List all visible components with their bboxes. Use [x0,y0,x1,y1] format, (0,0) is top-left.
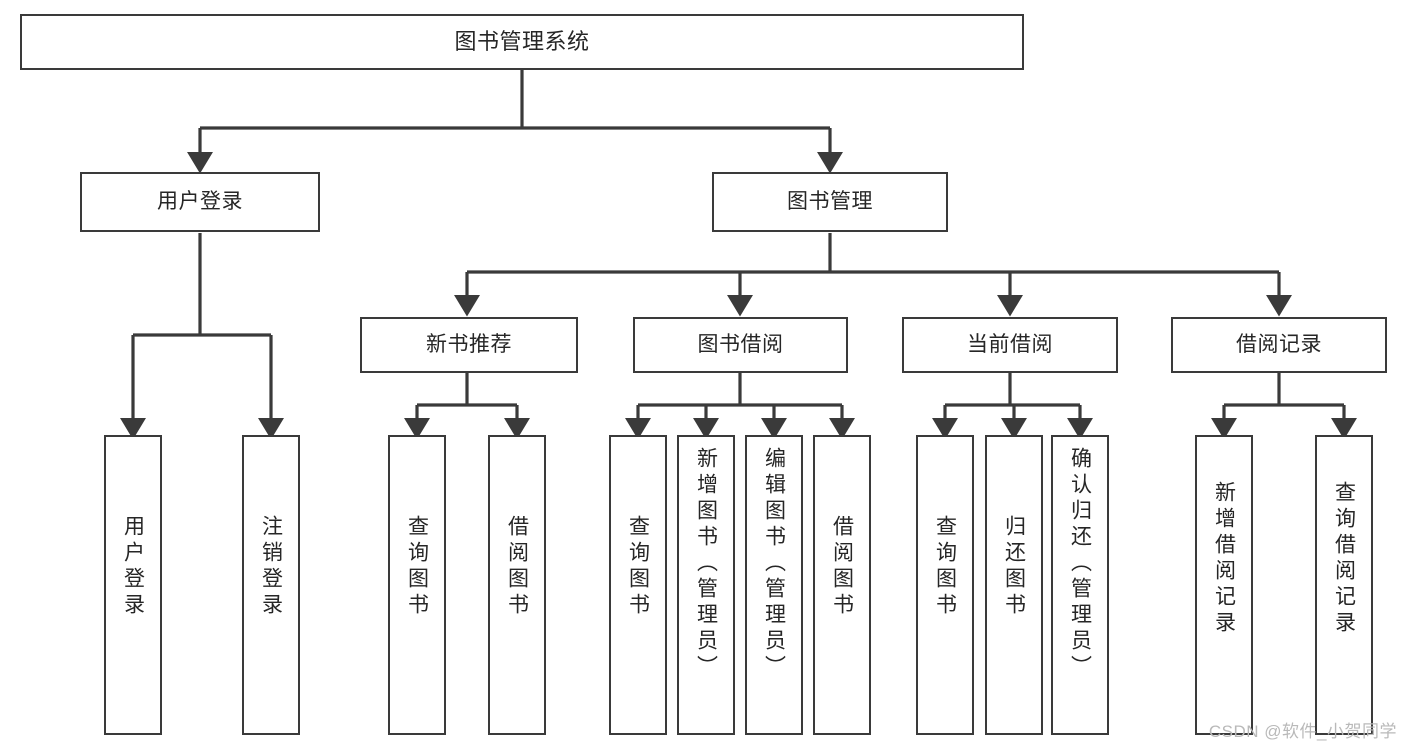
node-current-borrow[interactable]: 当前借阅 [902,317,1118,373]
leaf-user-login[interactable]: 用户登录 [104,435,162,735]
node-label: 当前借阅 [967,333,1053,357]
leaf-user-logout[interactable]: 注销登录 [242,435,300,735]
leaf-query-borrow-record[interactable]: 查询借阅记录 [1315,435,1373,735]
node-label: 借阅图书 [505,515,529,619]
node-label: 查询图书 [933,515,957,619]
node-new-book-recommend[interactable]: 新书推荐 [360,317,578,373]
node-label: 借阅记录 [1236,333,1322,357]
node-label: 确认归还（管理员） [1068,447,1092,681]
leaf-borrow-book-1[interactable]: 借阅图书 [488,435,546,735]
node-borrow-record[interactable]: 借阅记录 [1171,317,1387,373]
node-label: 新书推荐 [426,333,512,357]
leaf-return-book[interactable]: 归还图书 [985,435,1043,735]
node-label: 用户登录 [157,190,243,214]
leaf-add-borrow-record[interactable]: 新增借阅记录 [1195,435,1253,735]
leaf-add-book[interactable]: 新增图书（管理员） [677,435,735,735]
leaf-query-book-1[interactable]: 查询图书 [388,435,446,735]
node-label: 图书管理系统 [454,28,590,54]
node-label: 新增借阅记录 [1212,481,1236,637]
node-label: 查询图书 [405,515,429,619]
node-label: 编辑图书（管理员） [762,447,786,681]
node-label: 借阅图书 [830,515,854,619]
csdn-watermark: CSDN @软件_小贺同学 [1208,722,1397,741]
leaf-borrow-book-2[interactable]: 借阅图书 [813,435,871,735]
node-label: 新增图书（管理员） [694,447,718,681]
leaf-confirm-return[interactable]: 确认归还（管理员） [1051,435,1109,735]
node-label: 查询借阅记录 [1332,481,1356,637]
node-book-management[interactable]: 图书管理 [712,172,948,232]
node-label: 用户登录 [121,515,145,619]
node-user-login[interactable]: 用户登录 [80,172,320,232]
leaf-edit-book[interactable]: 编辑图书（管理员） [745,435,803,735]
node-label: 注销登录 [259,515,283,619]
node-label: 查询图书 [626,515,650,619]
node-label: 图书管理 [787,190,873,214]
leaf-query-book-3[interactable]: 查询图书 [916,435,974,735]
node-root-book-management-system[interactable]: 图书管理系统 [20,14,1024,70]
node-label: 图书借阅 [697,333,784,357]
leaf-query-book-2[interactable]: 查询图书 [609,435,667,735]
node-label: 归还图书 [1002,515,1026,619]
node-book-borrow[interactable]: 图书借阅 [633,317,848,373]
